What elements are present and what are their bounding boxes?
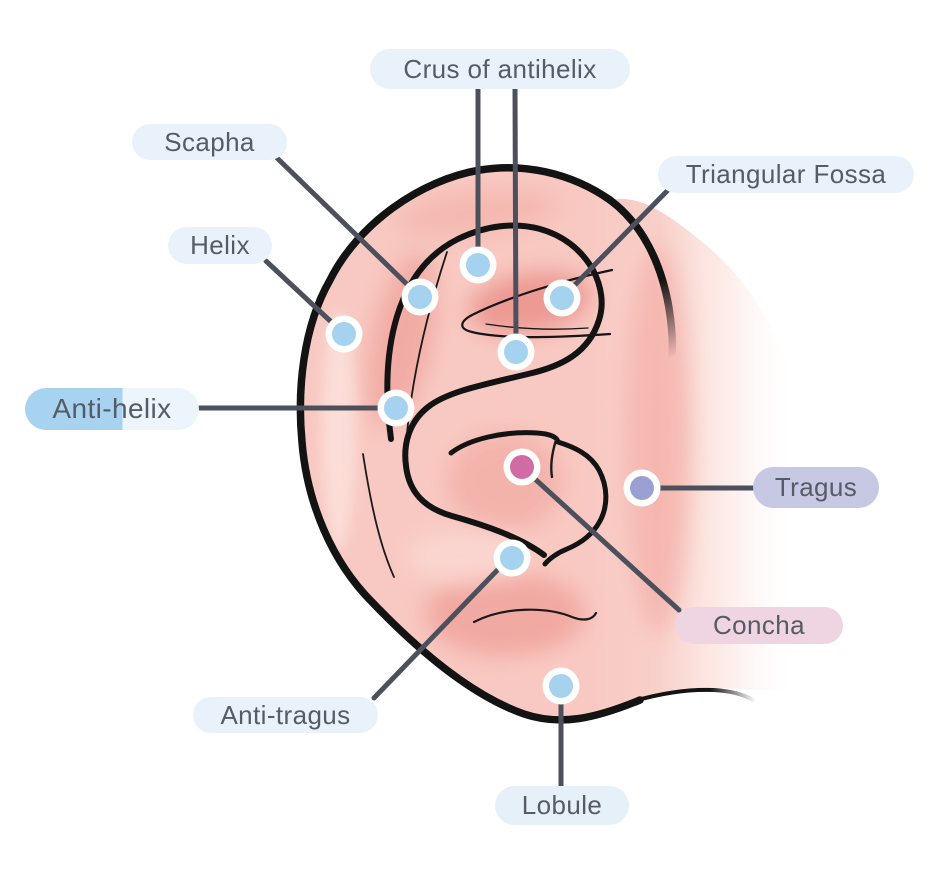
ear-outline-fading xyxy=(606,196,677,362)
leader-lines xyxy=(195,86,757,791)
lobule-dot xyxy=(542,667,580,705)
label-triangular-fossa: Triangular Fossa xyxy=(658,156,914,193)
concha-line xyxy=(521,466,682,613)
crus-of-antihelix-dot-2 xyxy=(497,333,535,371)
triangular-fossa-dot xyxy=(543,279,581,317)
jaw-line xyxy=(632,687,755,703)
lower-rim-crease xyxy=(362,453,395,578)
tragus-curve xyxy=(448,430,609,567)
ear-outline xyxy=(296,164,644,724)
crus-of-antihelix-line-2 xyxy=(512,86,519,350)
concha-dot xyxy=(503,448,541,486)
anti-tragus-line xyxy=(371,554,513,701)
rim-highlight xyxy=(322,310,356,550)
label-crus-of-antihelix: Crus of antihelix xyxy=(370,49,630,89)
label-helix: Helix xyxy=(168,227,272,264)
helix-fold-curve xyxy=(384,222,605,558)
helix-line xyxy=(263,258,345,335)
lobule-shading xyxy=(425,572,585,656)
anti-tragus-dot xyxy=(493,539,531,577)
tragus-dot xyxy=(623,469,661,507)
scapha-dot xyxy=(401,278,439,316)
scapha-line xyxy=(273,154,421,298)
triangular-fossa-line xyxy=(561,187,671,299)
label-concha: Concha xyxy=(675,607,843,644)
label-tragus: Tragus xyxy=(753,467,879,508)
label-lobule: Lobule xyxy=(495,786,629,825)
label-anti-helix: Anti-helix xyxy=(25,388,199,430)
tragus-notch-line xyxy=(550,438,558,479)
label-scapha: Scapha xyxy=(132,124,287,160)
ear-shading xyxy=(322,189,690,656)
markers xyxy=(325,246,661,705)
crus-of-antihelix-dot-1 xyxy=(459,246,497,284)
triangular-fossa-inner-line xyxy=(485,323,589,330)
anti-helix-dot xyxy=(377,389,415,427)
antitragus-crease xyxy=(472,608,598,624)
label-anti-tragus: Anti-tragus xyxy=(193,697,378,733)
helix-dot xyxy=(325,315,363,353)
